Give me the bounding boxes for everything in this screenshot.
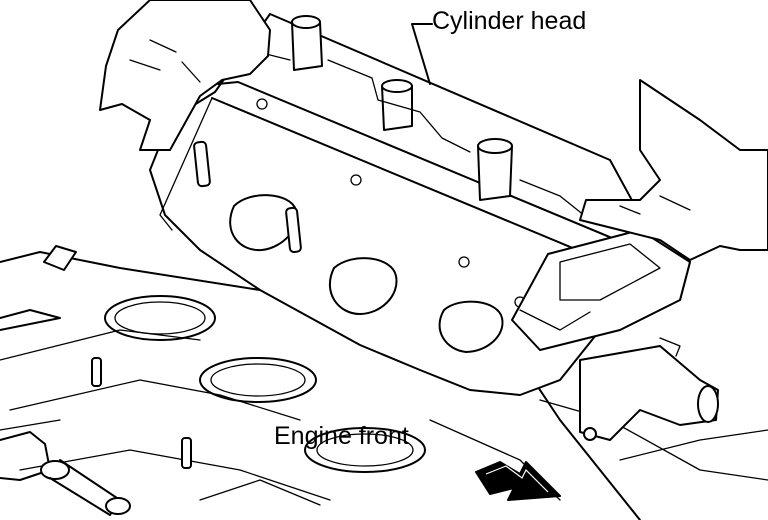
dowel-pin xyxy=(181,437,192,469)
water-outlet xyxy=(579,345,719,441)
cylinder-head xyxy=(149,13,719,441)
spark-plug-tube xyxy=(477,138,513,201)
cylinder-bore-1 xyxy=(104,295,216,341)
engine-front-arrow xyxy=(475,461,561,501)
intake-port-2 xyxy=(328,257,398,315)
intake-port-3 xyxy=(438,300,504,353)
head-dowel-pin xyxy=(285,206,302,254)
engine-front-label: Engine front xyxy=(274,422,409,450)
engine-block xyxy=(0,245,768,520)
leader-line-cylinder-head xyxy=(411,23,433,85)
cylinder-bore-2 xyxy=(199,357,317,403)
dowel-pin xyxy=(91,357,102,387)
cylinder-head-label: Cylinder head xyxy=(432,7,587,35)
head-dowel-pin xyxy=(193,140,211,188)
cylinder-bore-3 xyxy=(304,427,426,473)
spark-plug-tube xyxy=(381,79,413,131)
left-hand xyxy=(99,0,271,151)
spark-plug-tube xyxy=(291,15,323,71)
right-hand xyxy=(579,79,768,261)
